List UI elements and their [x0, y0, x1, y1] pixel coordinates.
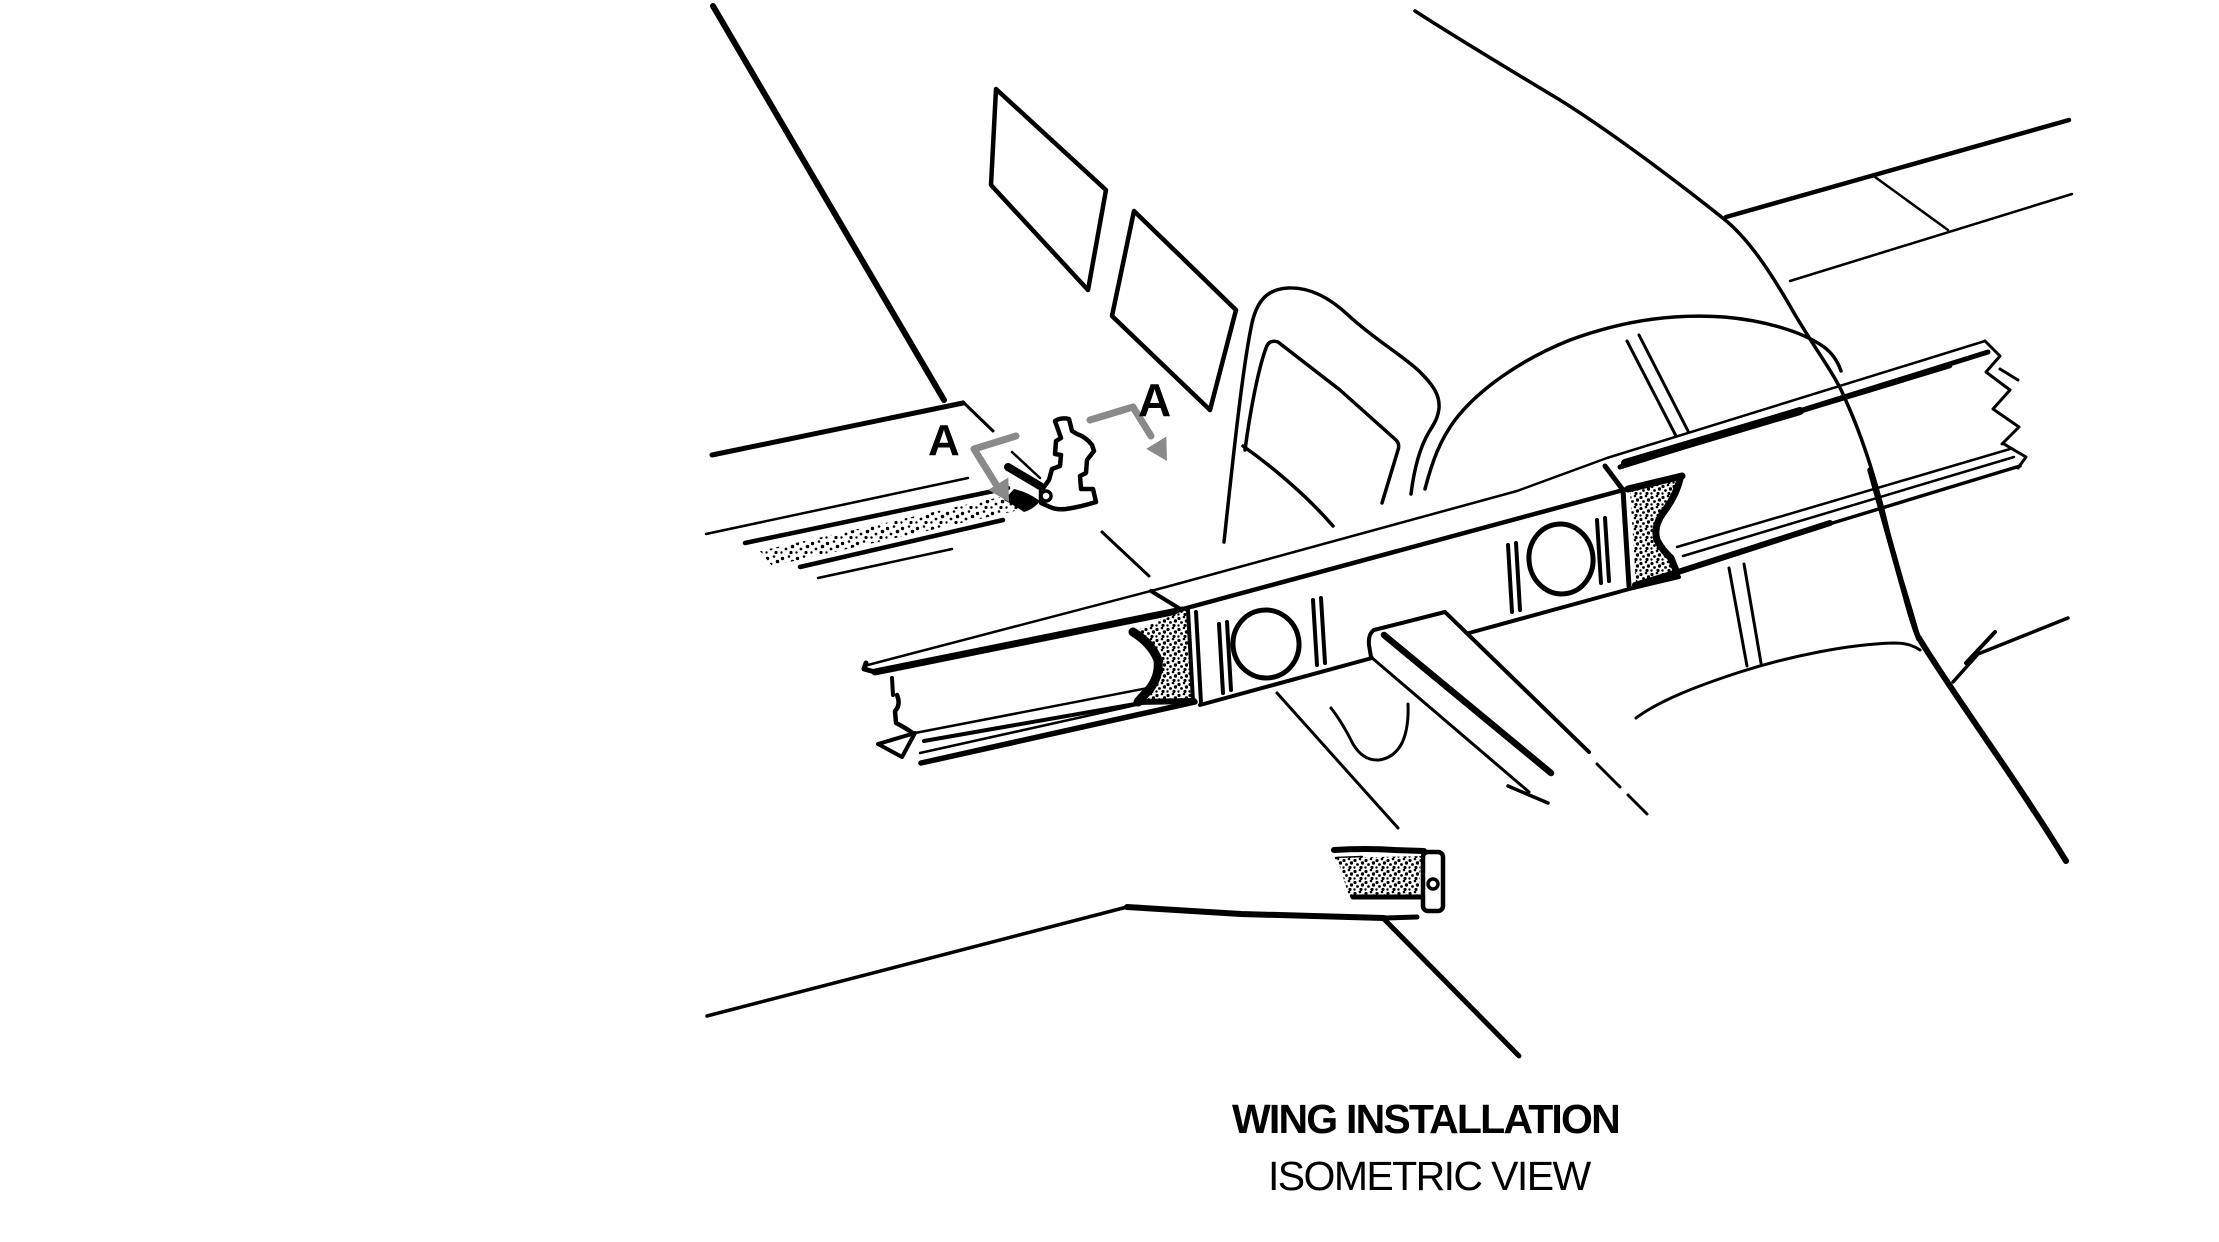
- svg-text:ISOMETRIC VIEW: ISOMETRIC VIEW: [1268, 1153, 1591, 1199]
- svg-text:A: A: [928, 416, 960, 465]
- svg-text:A: A: [1138, 374, 1171, 426]
- svg-text:WING INSTALLATION: WING INSTALLATION: [1232, 1096, 1619, 1142]
